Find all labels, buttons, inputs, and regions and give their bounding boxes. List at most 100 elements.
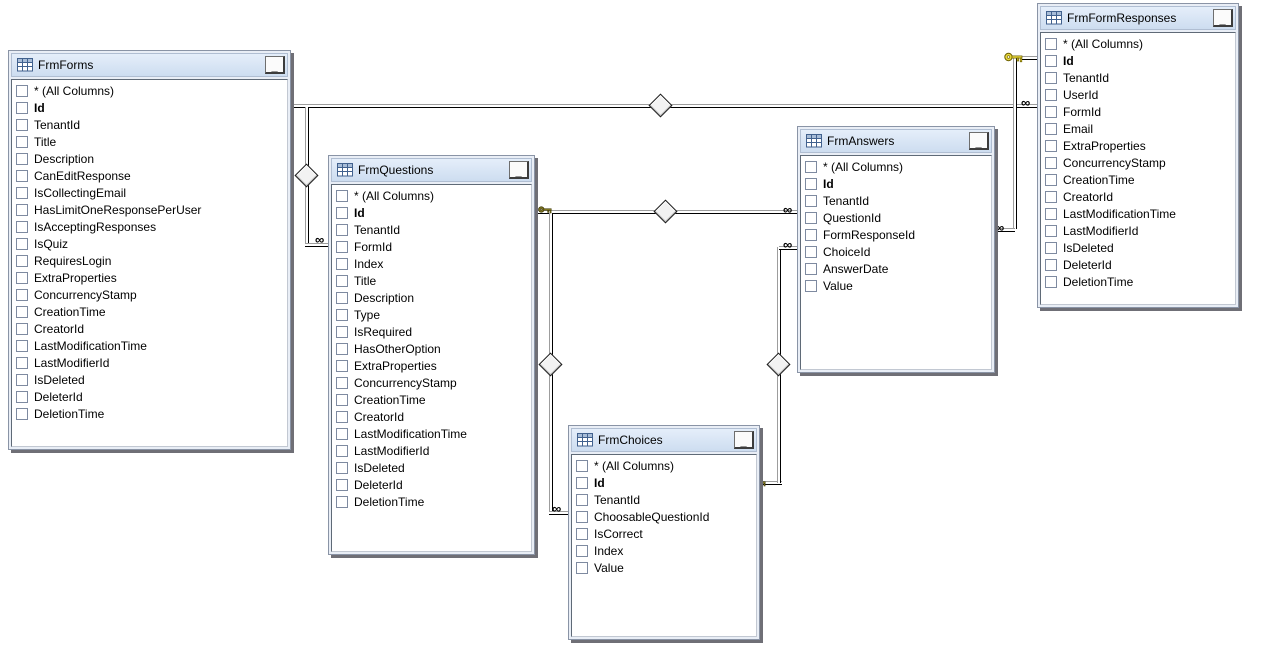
column-checkbox[interactable]	[16, 237, 28, 250]
column-row[interactable]: DeletionTime	[332, 493, 531, 510]
column-row[interactable]: IsAcceptingResponses	[12, 218, 287, 235]
column-checkbox[interactable]	[16, 186, 28, 199]
column-row[interactable]: Id	[801, 175, 991, 192]
column-checkbox[interactable]	[336, 359, 348, 372]
column-checkbox[interactable]	[16, 305, 28, 318]
minimize-button[interactable]: _	[265, 56, 285, 74]
column-checkbox[interactable]	[16, 169, 28, 182]
minimize-button[interactable]: _	[509, 161, 529, 179]
column-checkbox[interactable]	[16, 288, 28, 301]
column-row[interactable]: ChoiceId	[801, 243, 991, 260]
column-row[interactable]: FormResponseId	[801, 226, 991, 243]
column-row[interactable]: LastModificationTime	[1041, 205, 1235, 222]
column-checkbox[interactable]	[16, 390, 28, 403]
column-row[interactable]: FormId	[332, 238, 531, 255]
column-checkbox[interactable]	[336, 427, 348, 440]
inner-join-diamond-icon-frmforms-frmformresponses[interactable]	[648, 93, 673, 118]
column-row[interactable]: IsQuiz	[12, 235, 287, 252]
column-row[interactable]: Id	[332, 204, 531, 221]
column-checkbox[interactable]	[805, 245, 817, 258]
table-title-bar[interactable]: FrmQuestions _	[331, 158, 532, 182]
column-row[interactable]: CreatorId	[12, 320, 287, 337]
column-checkbox[interactable]	[576, 544, 588, 557]
table-title-bar[interactable]: FrmAnswers _	[800, 129, 992, 153]
column-row[interactable]: DeleterId	[332, 476, 531, 493]
column-row[interactable]: Value	[801, 277, 991, 294]
column-row[interactable]: TenantId	[12, 116, 287, 133]
column-row[interactable]: IsDeleted	[12, 371, 287, 388]
column-row[interactable]: ConcurrencyStamp	[12, 286, 287, 303]
column-checkbox[interactable]	[576, 561, 588, 574]
column-checkbox[interactable]	[1045, 105, 1057, 118]
inner-join-diamond-icon-frmforms-frmquestions[interactable]	[294, 163, 319, 188]
column-checkbox[interactable]	[1045, 139, 1057, 152]
column-checkbox[interactable]	[336, 223, 348, 236]
inner-join-diamond-icon-frmquestions-frmchoices[interactable]	[538, 352, 563, 377]
column-row[interactable]: Index	[572, 542, 756, 559]
column-row[interactable]: IsCollectingEmail	[12, 184, 287, 201]
inner-join-diamond-icon-frmquestions-frmanswers[interactable]	[653, 199, 678, 224]
column-row[interactable]: CreatorId	[332, 408, 531, 425]
column-row[interactable]: IsDeleted	[332, 459, 531, 476]
column-checkbox[interactable]	[336, 257, 348, 270]
column-checkbox[interactable]	[1045, 275, 1057, 288]
column-row[interactable]: LastModifierId	[12, 354, 287, 371]
column-checkbox[interactable]	[805, 279, 817, 292]
column-row[interactable]: ExtraProperties	[12, 269, 287, 286]
column-checkbox[interactable]	[16, 356, 28, 369]
column-checkbox[interactable]	[336, 376, 348, 389]
column-row[interactable]: Id	[1041, 52, 1235, 69]
column-row[interactable]: ExtraProperties	[1041, 137, 1235, 154]
column-row[interactable]: TenantId	[801, 192, 991, 209]
column-row[interactable]: * (All Columns)	[332, 187, 531, 204]
column-checkbox[interactable]	[16, 407, 28, 420]
column-row[interactable]: IsDeleted	[1041, 239, 1235, 256]
column-checkbox[interactable]	[576, 459, 588, 472]
column-checkbox[interactable]	[16, 254, 28, 267]
column-row[interactable]: IsCorrect	[572, 525, 756, 542]
column-checkbox[interactable]	[336, 308, 348, 321]
column-checkbox[interactable]	[336, 274, 348, 287]
column-row[interactable]: FormId	[1041, 103, 1235, 120]
column-checkbox[interactable]	[336, 444, 348, 457]
column-row[interactable]: TenantId	[1041, 69, 1235, 86]
column-checkbox[interactable]	[1045, 122, 1057, 135]
column-checkbox[interactable]	[1045, 156, 1057, 169]
column-checkbox[interactable]	[805, 194, 817, 207]
minimize-button[interactable]: _	[969, 132, 989, 150]
column-row[interactable]: CanEditResponse	[12, 167, 287, 184]
column-checkbox[interactable]	[576, 510, 588, 523]
column-row[interactable]: DeletionTime	[1041, 273, 1235, 290]
table-title-bar[interactable]: FrmForms _	[11, 53, 288, 77]
column-checkbox[interactable]	[336, 393, 348, 406]
column-checkbox[interactable]	[16, 203, 28, 216]
column-checkbox[interactable]	[336, 189, 348, 202]
column-checkbox[interactable]	[16, 220, 28, 233]
column-row[interactable]: ConcurrencyStamp	[1041, 154, 1235, 171]
column-row[interactable]: HasLimitOneResponsePerUser	[12, 201, 287, 218]
column-checkbox[interactable]	[16, 152, 28, 165]
column-checkbox[interactable]	[16, 135, 28, 148]
column-checkbox[interactable]	[16, 101, 28, 114]
column-row[interactable]: ExtraProperties	[332, 357, 531, 374]
column-row[interactable]: Value	[572, 559, 756, 576]
column-checkbox[interactable]	[1045, 258, 1057, 271]
column-row[interactable]: LastModifierId	[1041, 222, 1235, 239]
column-row[interactable]: Index	[332, 255, 531, 272]
table-title-bar[interactable]: FrmFormResponses _	[1040, 6, 1236, 30]
column-row[interactable]: CreationTime	[12, 303, 287, 320]
column-row[interactable]: UserId	[1041, 86, 1235, 103]
column-checkbox[interactable]	[805, 160, 817, 173]
column-row[interactable]: * (All Columns)	[572, 457, 756, 474]
column-row[interactable]: * (All Columns)	[1041, 35, 1235, 52]
column-checkbox[interactable]	[805, 262, 817, 275]
table-title-bar[interactable]: FrmChoices _	[571, 428, 757, 452]
column-checkbox[interactable]	[1045, 224, 1057, 237]
column-checkbox[interactable]	[1045, 37, 1057, 50]
column-checkbox[interactable]	[805, 177, 817, 190]
column-checkbox[interactable]	[16, 373, 28, 386]
column-checkbox[interactable]	[336, 495, 348, 508]
column-row[interactable]: DeletionTime	[12, 405, 287, 422]
column-row[interactable]: CreatorId	[1041, 188, 1235, 205]
column-row[interactable]: DeleterId	[12, 388, 287, 405]
